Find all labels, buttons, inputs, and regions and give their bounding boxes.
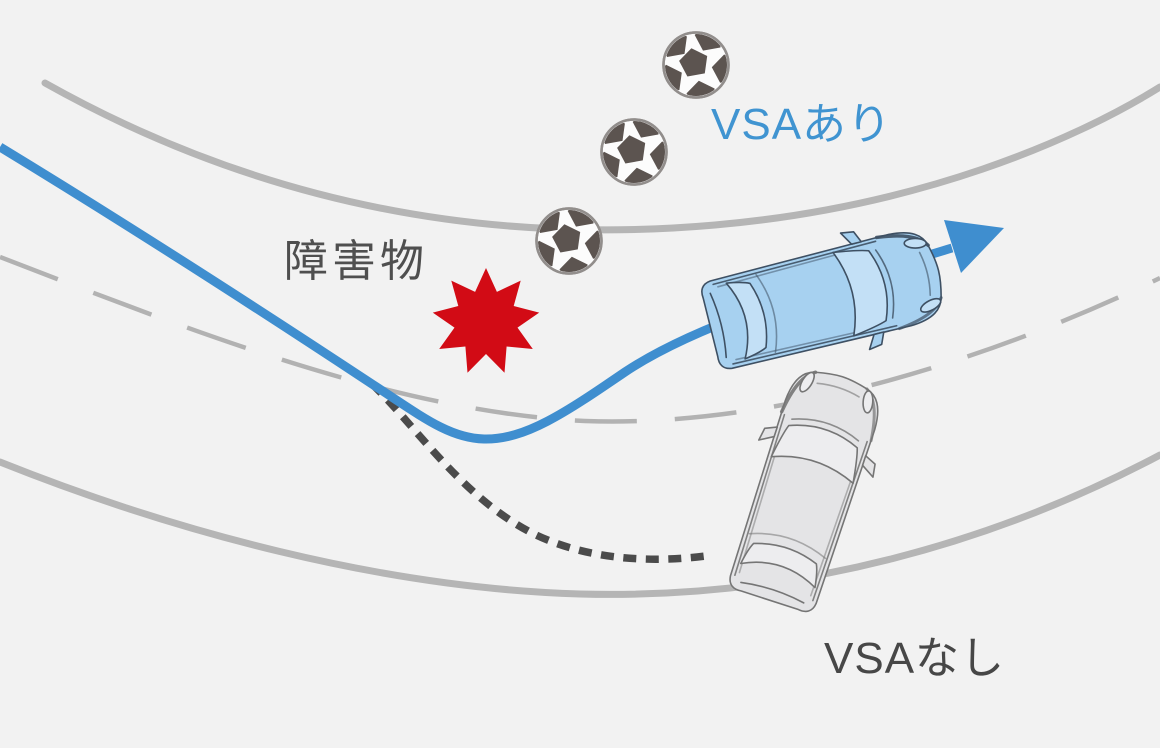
soccer-ball-icon [527,198,613,285]
arrow-up-right-icon [944,220,1004,273]
car-with-vsa [694,210,955,388]
without-vsa-label: VSAなし [824,634,1006,683]
obstacle-label: 障害物 [284,237,428,286]
burst-star-icon [432,268,540,373]
car-without-vsa [710,356,902,621]
road-edge-top [41,79,1160,234]
no-vsa-path-line [369,381,707,563]
soccer-ball-icon [654,22,740,109]
soccer-ball-icon [592,109,678,196]
lane-center-dashed-line [0,254,1160,424]
with-vsa-label: VSAあり [711,100,893,149]
road-edge-bottom [0,451,1160,598]
